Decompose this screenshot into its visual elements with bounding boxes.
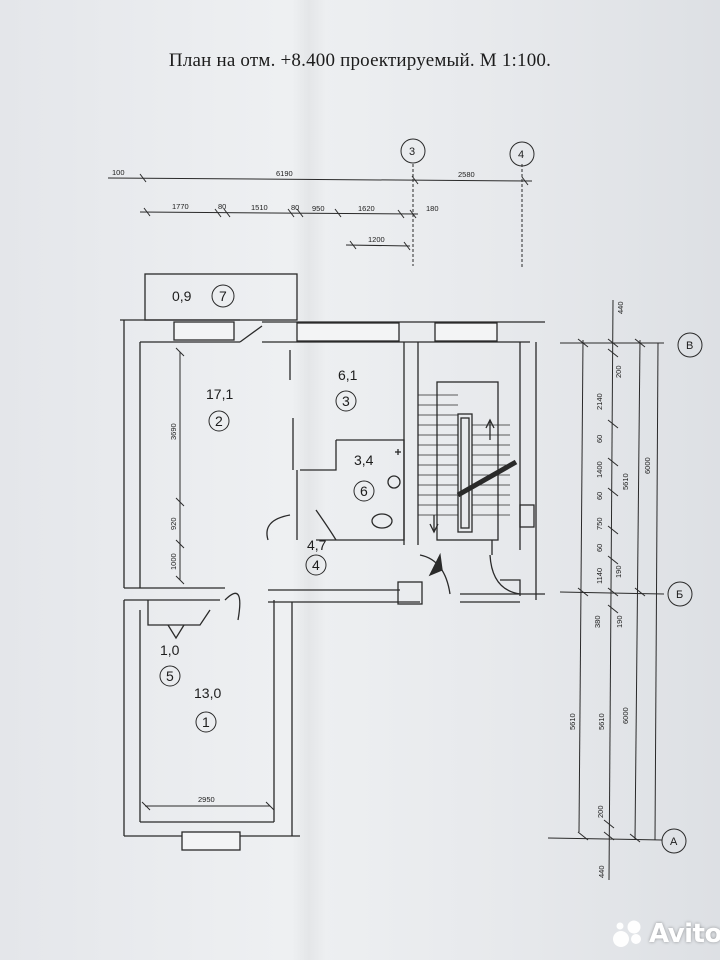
svg-text:60: 60 [595, 435, 604, 443]
inner-dimension-lines [141, 347, 275, 811]
axis-a-label: А [670, 836, 678, 848]
room-3-number: 3 [342, 393, 350, 409]
svg-text:80: 80 [291, 203, 299, 212]
svg-text:200: 200 [614, 365, 623, 378]
room-7-number: 7 [219, 288, 227, 304]
svg-text:5610: 5610 [621, 473, 630, 490]
room-5-area: 1,0 [160, 642, 180, 658]
room-4-area: 4,7 [307, 537, 327, 553]
walls [120, 273, 545, 851]
avito-watermark: Avito [612, 914, 720, 954]
svg-text:440: 440 [616, 301, 625, 314]
room-number-circles [159, 284, 375, 733]
svg-text:6000: 6000 [621, 707, 630, 724]
svg-text:60: 60 [595, 492, 604, 500]
axis-3-label: 3 [409, 146, 415, 158]
svg-text:3690: 3690 [169, 423, 178, 440]
axis-labels: 3 4 В Б А [409, 146, 693, 848]
svg-text:920: 920 [169, 517, 178, 530]
svg-text:190: 190 [615, 615, 624, 628]
right-dimension-labels: 440 200 2140 60 1400 60 750 60 1140 190 … [568, 301, 652, 878]
room-3-area: 6,1 [338, 367, 358, 383]
svg-text:100: 100 [112, 168, 125, 177]
room-6-number: 6 [360, 483, 368, 499]
svg-text:1000: 1000 [169, 553, 178, 570]
svg-text:80: 80 [218, 202, 226, 211]
room-1-number: 1 [202, 714, 210, 730]
svg-text:1620: 1620 [358, 204, 375, 213]
svg-text:6000: 6000 [643, 457, 652, 474]
top-dimension-lines [107, 138, 535, 268]
svg-text:1770: 1770 [172, 202, 189, 211]
svg-text:380: 380 [593, 615, 602, 628]
stair-steps [418, 394, 510, 516]
room-6-area: 3,4 [354, 452, 374, 468]
room-4-number: 4 [312, 557, 320, 573]
svg-text:440: 440 [597, 865, 606, 878]
svg-text:5610: 5610 [568, 713, 577, 730]
right-dimension-lines [547, 299, 703, 881]
svg-text:60: 60 [595, 544, 604, 552]
svg-text:2950: 2950 [198, 795, 215, 804]
room-2-area: 17,1 [206, 386, 233, 402]
inner-dimension-labels: 3690 920 1000 2950 [169, 423, 215, 804]
room-1-area: 13,0 [194, 685, 221, 701]
avito-watermark-text: Avito [649, 919, 720, 949]
svg-text:2580: 2580 [458, 170, 475, 179]
svg-text:750: 750 [595, 517, 604, 530]
svg-text:2140: 2140 [595, 393, 604, 410]
svg-text:1510: 1510 [251, 203, 268, 212]
svg-text:950: 950 [312, 204, 325, 213]
top-dimension-labels: 100 6190 2580 1770 80 1510 80 950 1620 1… [112, 168, 475, 244]
room-5-number: 5 [166, 668, 174, 684]
svg-text:1140: 1140 [595, 568, 604, 584]
room-2-number: 2 [215, 413, 223, 429]
axis-v-label: В [686, 340, 693, 352]
svg-text:190: 190 [614, 565, 623, 578]
svg-text:5610: 5610 [597, 713, 606, 730]
svg-text:1400: 1400 [595, 461, 604, 478]
room-labels: 0,9 7 17,1 2 6,1 3 3,4 6 4,7 4 1,0 5 13,… [160, 288, 374, 730]
avito-logo-icon [613, 920, 641, 947]
room-7-area: 0,9 [172, 288, 192, 304]
svg-text:6190: 6190 [276, 169, 293, 178]
svg-text:180: 180 [426, 204, 439, 213]
paper-fold [292, 0, 326, 960]
svg-text:1200: 1200 [368, 235, 385, 244]
svg-text:200: 200 [596, 805, 605, 818]
plan-title: План на отм. +8.400 проектируемый. М 1:1… [168, 50, 552, 71]
axis-4-label: 4 [518, 149, 524, 161]
axis-b-label: Б [676, 589, 683, 601]
